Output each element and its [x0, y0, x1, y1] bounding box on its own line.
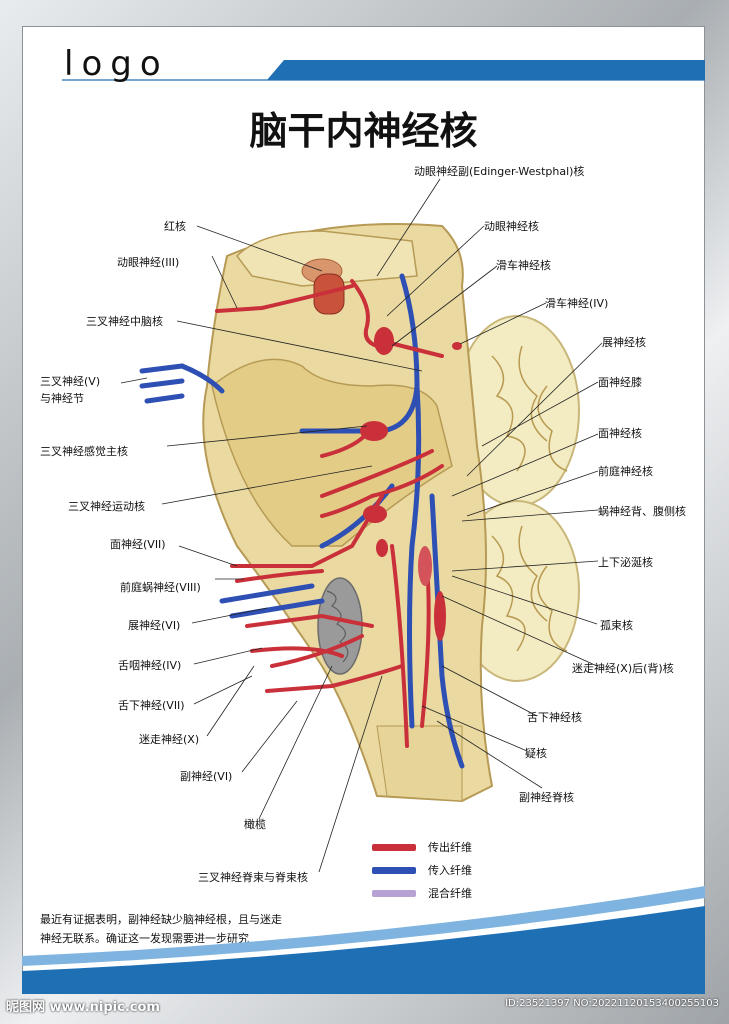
label-abducens-nucleus: 展神经核	[602, 336, 646, 349]
label-vestibular-nucleus: 前庭神经核	[598, 465, 653, 478]
poster: logo 脑干内神经核	[22, 26, 705, 994]
footnote-line-2: 神经无联系。确证这一发现需要进一步研究	[40, 932, 249, 945]
label-dorsal-vagal-nucleus: 迷走神经(X)后(背)核	[572, 662, 674, 675]
page-title: 脑干内神经核	[249, 108, 478, 153]
label-oculomotor-nucleus: 动眼神经核	[484, 220, 539, 233]
label-nucleus-ambiguus: 疑核	[525, 747, 547, 760]
label-hypoglossal-nucleus: 舌下神经核	[527, 711, 582, 724]
legend-efferent-label: 传出纤维	[428, 841, 472, 854]
label-red-nucleus: 红核	[164, 220, 186, 233]
label-trigeminal-ganglion: 与神经节	[40, 392, 84, 405]
label-facial-nerve: 面神经(VII)	[110, 538, 166, 551]
footnote-line-1: 最近有证据表明，副神经缺少脑神经根，且与迷走	[40, 913, 282, 926]
brainstem-illustration	[120, 178, 603, 873]
afferent-fibers	[139, 273, 465, 769]
label-facial-genu: 面神经膝	[598, 376, 642, 389]
label-trigeminal-nerve: 三叉神经(V)	[40, 375, 101, 388]
label-spinal-accessory-nucleus: 副神经脊核	[519, 791, 574, 804]
legend-mixed: 混合纤维	[372, 885, 472, 901]
legend-mixed-label: 混合纤维	[428, 887, 472, 900]
label-edinger-westphal-nucleus: 动眼神经副(Edinger-Westphal)核	[414, 165, 585, 178]
cerebellum	[454, 315, 580, 682]
label-olive: 橄榄	[244, 818, 266, 831]
label-oculomotor-nerve: 动眼神经(III)	[117, 256, 180, 269]
legend-efferent: 传出纤维	[372, 839, 472, 855]
watermark-site: 昵图网 www.nipic.com	[6, 1000, 160, 1015]
label-facial-nucleus: 面神经核	[598, 427, 642, 440]
label-principal-sensory-trigeminal-nucleus: 三叉神经感觉主核	[40, 445, 128, 458]
label-spinal-trigeminal-tract-nucleus: 三叉神经脊束与脊束核	[198, 871, 308, 884]
legend-mixed-swatch	[372, 889, 416, 897]
label-trochlear-nerve: 滑车神经(IV)	[545, 297, 609, 310]
label-vagus-nerve: 迷走神经(X)	[139, 733, 200, 746]
legend-afferent-label: 传入纤维	[428, 864, 472, 877]
label-vestibulocochlear-nerve: 前庭蜗神经(VIII)	[120, 581, 201, 594]
label-mesencephalic-trigeminal-nucleus: 三叉神经中脑核	[86, 315, 163, 328]
legend-afferent-swatch	[372, 866, 416, 874]
header-stripe	[62, 60, 705, 81]
watermark-id: ID:23521397 NO:20221120153400255103	[505, 998, 719, 1009]
legend-afferent: 传入纤维	[372, 862, 472, 878]
leader-lines	[120, 178, 603, 873]
legend-efferent-swatch	[372, 843, 416, 851]
label-motor-trigeminal-nucleus: 三叉神经运动核	[68, 500, 145, 513]
logo-text: logo	[64, 44, 169, 84]
footnote: 最近有证据表明，副神经缺少脑神经根，且与迷走 神经无联系。确证这一发现需要进一步…	[40, 910, 340, 948]
label-hypoglossal-nerve: 舌下神经(VII)	[118, 699, 185, 712]
label-abducens-nerve: 展神经(VI)	[128, 619, 181, 632]
label-salivatory-nuclei: 上下泌涎核	[598, 556, 653, 569]
label-cochlear-nuclei: 蜗神经背、腹侧核	[598, 505, 686, 518]
label-solitary-nucleus: 孤束核	[600, 619, 633, 632]
label-accessory-nerve: 副神经(VI)	[180, 770, 233, 783]
label-glossopharyngeal-nerve: 舌咽神经(IV)	[118, 659, 182, 672]
label-trochlear-nucleus: 滑车神经核	[496, 259, 551, 272]
